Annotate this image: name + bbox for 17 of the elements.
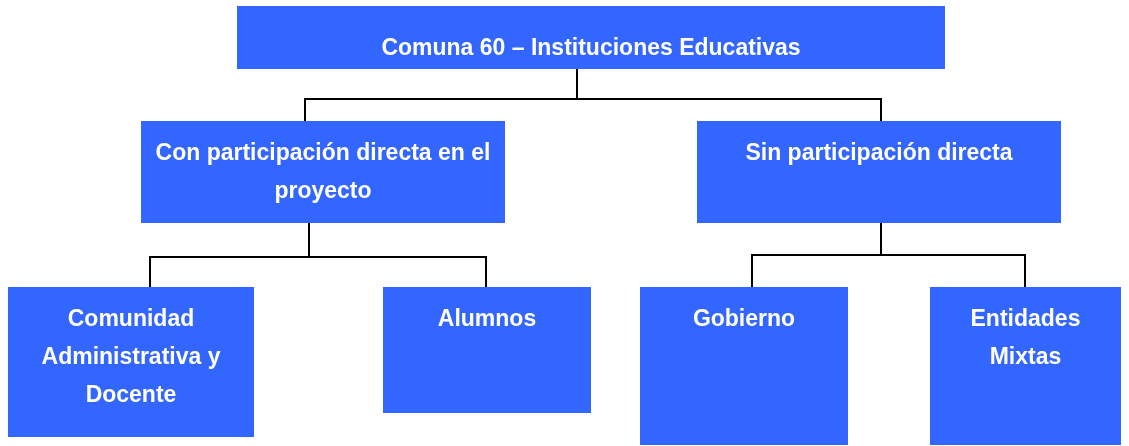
box-label: Comunidad Administrativa y Docente	[40, 304, 222, 409]
box-label: Gobierno	[691, 304, 797, 333]
box-label: Entidades Mixtas	[969, 304, 1082, 371]
box-label: Con participación directa en el proyecto	[154, 138, 492, 205]
connector-line	[308, 222, 487, 288]
category-box	[8, 287, 254, 437]
box-label: Comuna 60 – Instituciones Educativas	[380, 33, 802, 62]
category-box	[383, 287, 591, 413]
connector-line	[880, 222, 1026, 288]
category-box	[237, 6, 945, 69]
category-box	[640, 287, 848, 445]
category-box	[141, 121, 505, 223]
category-box	[930, 287, 1121, 445]
connector-line	[576, 68, 882, 122]
box-label: Sin participación directa	[744, 138, 1014, 167]
box-label: Alumnos	[436, 304, 538, 333]
category-box	[697, 121, 1061, 223]
